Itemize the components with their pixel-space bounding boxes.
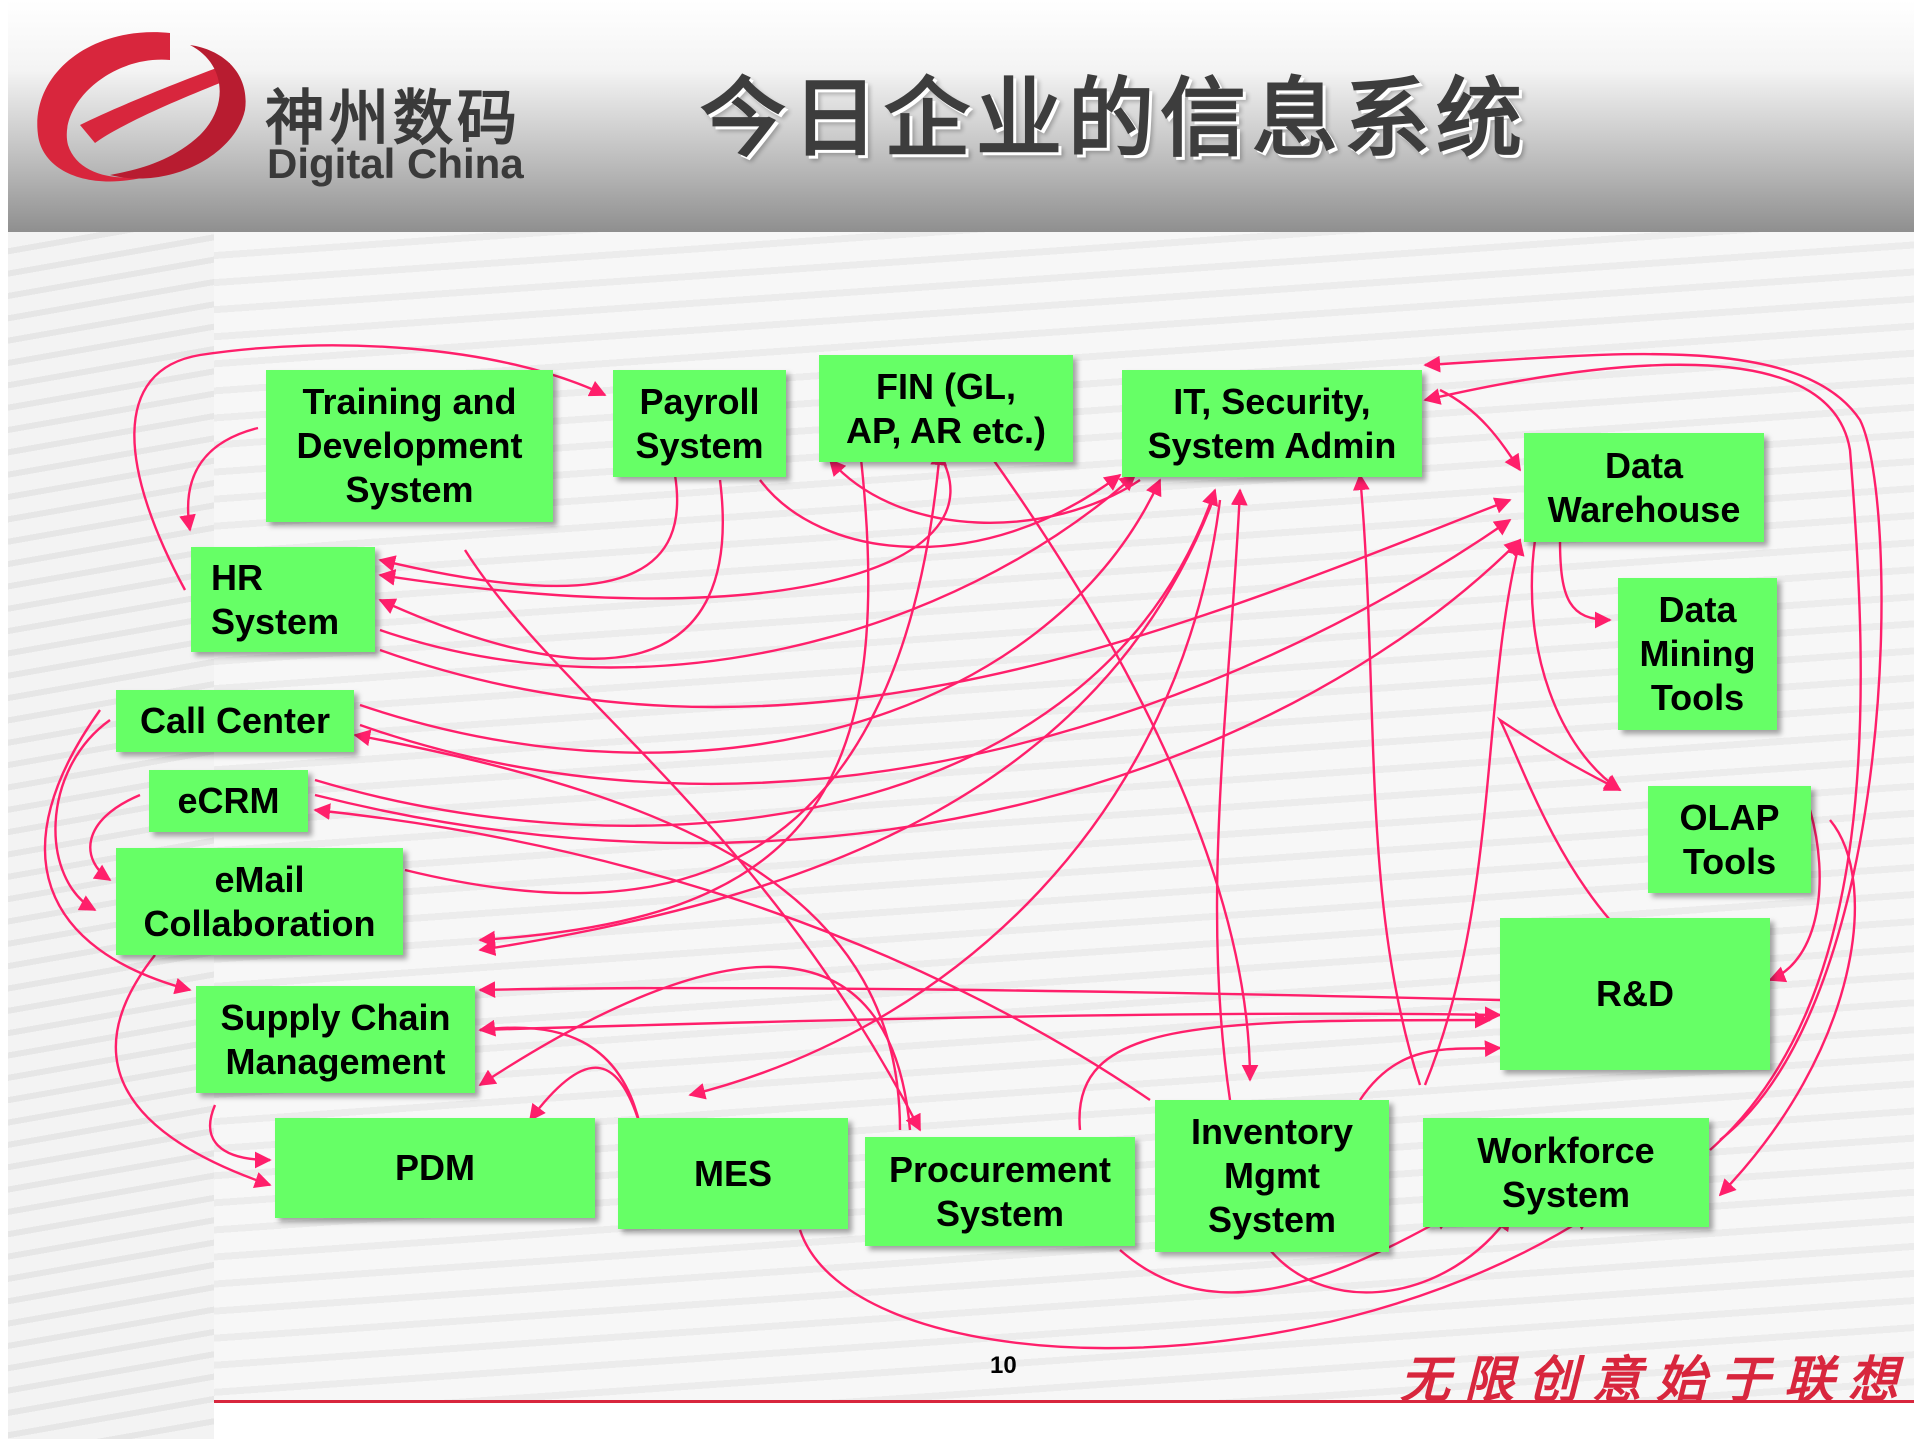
it-security-admin-box: IT, Security, System Admin [1122, 370, 1422, 477]
arrow-scm-rd [479, 1006, 1502, 1032]
arrow-fin-scm [478, 449, 870, 948]
data-mining-tools-box: Data Mining Tools [1618, 578, 1777, 730]
arrow-payroll-hr-2 [378, 479, 724, 660]
arrow-proc-inv-wf [1119, 1213, 1452, 1294]
arrow-cc-it [359, 478, 1162, 754]
arrow-wf-it-outer [1423, 352, 1883, 1141]
mes-box: MES [618, 1118, 848, 1229]
page-title: 今日企业的信息系统 [700, 69, 1528, 169]
training-development-system-box: Training and Development System [266, 370, 553, 522]
arrow-ecrm-it [314, 488, 1219, 827]
olap-tools-box: OLAP Tools [1648, 786, 1811, 893]
arrow-ecrm-dw [314, 538, 1522, 845]
arrow-fin-inv [989, 454, 1259, 1082]
footer-divider [214, 1400, 1914, 1403]
arrow-it-mes [688, 499, 1222, 1100]
arrow-olap-wf [1718, 819, 1857, 1197]
arrow-mes-pdm [528, 1066, 642, 1126]
arrow-mes-scm [478, 1019, 642, 1126]
arrow-wf-it [1352, 473, 1422, 1086]
left-background-strip [8, 232, 214, 1439]
call-center-box: Call Center [116, 690, 354, 752]
page-number: 10 [990, 1352, 1017, 1379]
arrow-proc-rd [1078, 1011, 1492, 1131]
arrow-inv-rd [1359, 1040, 1502, 1101]
procurement-system-box: Procurement System [865, 1137, 1135, 1246]
arrow-proc-scm [478, 965, 912, 1131]
arrow-payroll-fin [759, 473, 1122, 549]
arrow-training-proc [463, 549, 922, 1132]
arrow-email-pdm [114, 954, 272, 1189]
arrow-inv-wf [1269, 1213, 1511, 1294]
digital-china-logo-icon [37, 32, 246, 182]
fin-box: FIN (GL, AP, AR etc.) [819, 355, 1073, 462]
arrow-ecrm-email [89, 793, 141, 881]
arrow-dw-olap [1530, 539, 1622, 791]
rd-box: R&D [1500, 918, 1770, 1070]
ecrm-box: eCRM [149, 770, 308, 832]
arrow-dw-dm [1558, 539, 1612, 629]
arrow-hr-to-payroll [133, 344, 607, 591]
logo-chinese-name: 神州数码 [265, 84, 521, 154]
arrow-mes-wf [798, 1213, 1592, 1350]
arrow-it-email [478, 494, 1217, 956]
arrow-proc-cc [353, 729, 902, 1131]
arrow-wf-it-top [1423, 363, 1862, 1151]
email-collaboration-box: eMail Collaboration [116, 848, 403, 955]
data-warehouse-box: Data Warehouse [1524, 433, 1764, 542]
workforce-system-box: Workforce System [1423, 1118, 1709, 1227]
payroll-system-box: Payroll System [613, 370, 786, 477]
arrow-hr-dw [379, 497, 1512, 709]
arrow-cc-scm [43, 709, 192, 995]
arrow-payroll-hr [378, 474, 679, 588]
logo-english-name: Digital China [267, 140, 524, 187]
arrow-rd-olap-2 [1768, 809, 1821, 983]
arrow-email-fin [404, 448, 948, 895]
arrow-wf-dw [1423, 538, 1525, 1086]
arrow-scm-pdm [209, 1104, 272, 1169]
arrow-cc-email [54, 719, 111, 912]
supply-chain-management-box: Supply Chain Management [196, 986, 475, 1093]
arrow-cc-dw [359, 519, 1512, 786]
arrow-it-fin [828, 458, 1141, 524]
inventory-mgmt-system-box: Inventory Mgmt System [1155, 1100, 1389, 1252]
header-band [8, 0, 1914, 232]
arrow-fin-hr [378, 454, 952, 600]
footer-slogan: 无限创意始于联想 [1400, 1350, 1912, 1409]
arrow-inv-it [1215, 488, 1248, 1101]
arrow-inv-ecrm [313, 803, 1151, 1101]
arrow-training-to-hr [179, 426, 259, 532]
arrow-rd-olap [1496, 716, 1622, 921]
arrow-it-dw [1439, 388, 1521, 472]
arrow-rd-scm [478, 981, 1501, 1002]
pdm-box: PDM [275, 1118, 595, 1218]
hr-system-box: HR System [191, 547, 375, 652]
